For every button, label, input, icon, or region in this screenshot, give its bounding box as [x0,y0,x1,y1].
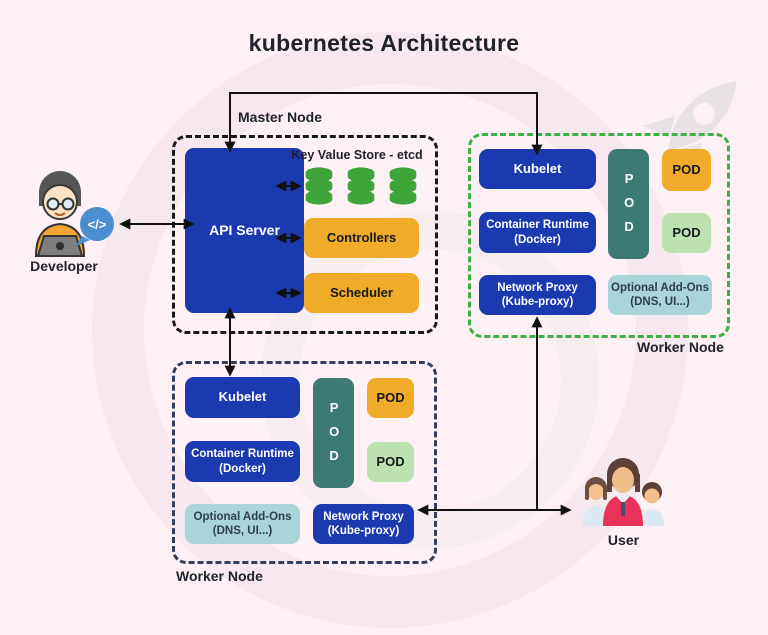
user-group-icon [583,458,664,526]
worker-node-top-box: Kubelet POD POD Container Runtime (Docke… [468,133,730,338]
network-proxy-line2: (Kube-proxy) [327,525,400,537]
container-runtime-box: Container Runtime (Docker) [185,441,300,482]
network-proxy-line1: Network Proxy [497,281,578,294]
kubelet-box: Kubelet [185,377,300,418]
database-icon [305,167,333,205]
controllers-box: Controllers [304,218,419,258]
worker-node-bottom-box: Kubelet POD POD Container Runtime (Docke… [172,361,437,564]
pod-box: POD [662,149,711,191]
container-runtime-line1: Container Runtime [486,219,589,232]
pod-box: POD [662,213,711,253]
container-runtime-line2: (Docker) [219,462,266,475]
network-proxy-box: Network Proxy (Kube-proxy) [313,504,414,544]
code-glyph: </> [88,217,107,232]
user-label: User [607,532,640,548]
container-runtime-line1: Container Runtime [191,448,294,461]
pod-column-box: POD [313,378,354,488]
database-icon [389,167,417,205]
database-icon [347,167,375,205]
scheduler-box: Scheduler [304,273,419,313]
container-runtime-box: Container Runtime (Docker) [479,212,596,253]
worker-node-bottom-label: Worker Node [176,568,263,584]
master-node-label: Master Node [238,109,323,125]
optional-addons-box: Optional Add-Ons (DNS, UI...) [185,504,300,544]
pod-box: POD [367,378,414,418]
page-title: kubernetes Architecture [248,30,520,56]
addons-line2: (DNS, UI...) [212,525,273,537]
pod-column-box: POD [608,149,649,259]
optional-addons-box: Optional Add-Ons (DNS, UI...) [608,275,712,315]
worker-node-top-label: Worker Node [637,339,724,355]
glasses-icon [46,197,60,211]
pod-box: POD [367,442,414,482]
addons-line1: Optional Add-Ons [193,510,292,523]
api-server-box: API Server [185,148,304,313]
code-bubble-icon [76,236,90,246]
network-proxy-line1: Network Proxy [323,510,404,523]
addons-line2: (DNS, UI...) [630,296,690,308]
kubelet-box: Kubelet [479,149,596,189]
master-node-box: API Server Key Value Store - etcd Contro… [172,135,438,334]
container-runtime-line2: (Docker) [514,233,561,246]
network-proxy-box: Network Proxy (Kube-proxy) [479,275,596,315]
etcd-label: Key Value Store - etcd [291,148,423,162]
addons-line1: Optional Add-Ons [611,281,709,294]
developer-icon: </> [34,171,114,257]
network-proxy-line2: (Kube-proxy) [501,296,574,308]
developer-label: Developer [30,258,98,274]
etcd-databases [303,166,419,206]
